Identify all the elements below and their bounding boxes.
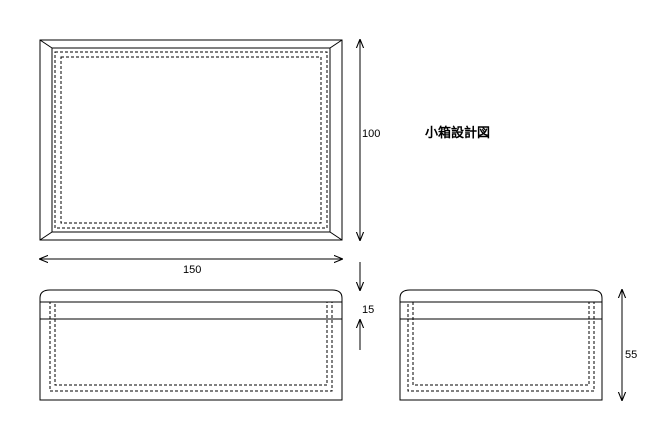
top-view-hidden-wall — [60, 56, 322, 224]
top-view-corner — [39, 39, 53, 49]
side-view-hidden-wall — [407, 301, 595, 392]
top-view-outer-edge — [39, 39, 343, 241]
top-view-corner — [329, 231, 343, 241]
side-view-outline — [399, 289, 603, 401]
top-view-hidden-wall — [54, 51, 328, 229]
side-view — [399, 289, 603, 401]
top-view-inner-edge — [51, 47, 331, 233]
side-view-hidden-wall — [412, 301, 590, 386]
dimension-lid-label: 15 — [362, 304, 374, 316]
dimension-height: 100 — [360, 40, 380, 240]
front-view-hidden-wall — [54, 301, 328, 386]
top-view-corner — [329, 39, 343, 49]
dimension-depth: 55 — [622, 290, 637, 400]
dimension-width: 150 — [40, 259, 342, 276]
front-view — [39, 289, 343, 401]
top-view-corner — [39, 231, 53, 241]
dimension-depth-label: 55 — [625, 349, 637, 361]
dimension-lid: 15 — [360, 262, 374, 350]
front-view-hidden-wall — [49, 301, 333, 392]
front-view-outline — [39, 289, 343, 401]
top-view — [39, 39, 343, 241]
drawing-title: 小箱設計図 — [425, 125, 490, 141]
dimension-height-label: 100 — [362, 128, 380, 140]
dimension-width-label: 150 — [183, 264, 201, 276]
